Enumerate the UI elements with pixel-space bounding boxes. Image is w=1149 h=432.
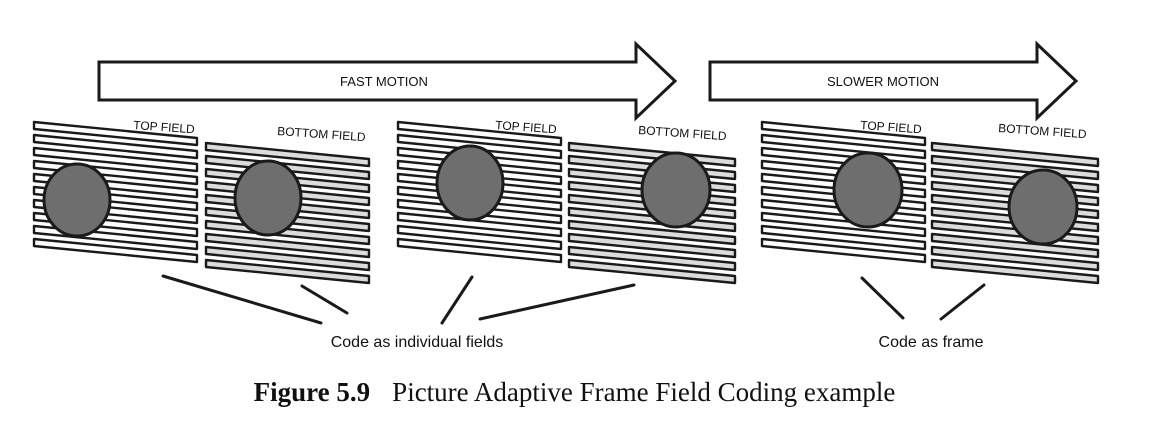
fast-motion-label: FAST MOTION (340, 74, 428, 89)
field-line (567, 219, 737, 246)
connector-line (478, 283, 636, 321)
field-line (930, 258, 1100, 285)
moving-object (233, 159, 303, 237)
field-line (32, 120, 199, 147)
field-line (930, 141, 1100, 168)
code-as-frame-label: Code as frame (879, 334, 984, 351)
field-line (204, 232, 371, 259)
field-line (567, 258, 737, 285)
moving-object (640, 151, 712, 229)
field-label: TOP FIELD (133, 118, 196, 136)
field-line (760, 224, 927, 251)
field-line (760, 133, 927, 160)
field-line (760, 237, 927, 264)
connector-line (440, 275, 474, 325)
field-label: BOTTOM FIELD (998, 121, 1088, 141)
fast-motion-arrow: FAST MOTION (97, 40, 678, 122)
field-line (567, 245, 737, 272)
code-as-fields-label: Code as individual fields (331, 334, 504, 351)
field-panel-6: BOTTOM FIELD (930, 121, 1100, 285)
figure-title: Picture Adaptive Frame Field Coding exam… (392, 377, 896, 407)
field-label: BOTTOM FIELD (638, 123, 728, 143)
field-label: TOP FIELD (495, 118, 558, 136)
connector-line (860, 276, 905, 320)
field-line (396, 237, 563, 264)
moving-object (1007, 168, 1079, 246)
connector-lines (161, 274, 986, 325)
moving-object (832, 151, 904, 229)
field-line (396, 211, 563, 238)
field-line (204, 245, 371, 272)
field-line (204, 141, 371, 168)
figure-caption: Figure 5.9 Picture Adaptive Frame Field C… (0, 377, 1149, 408)
field-line (32, 133, 199, 160)
field-label: TOP FIELD (860, 118, 923, 136)
slower-motion-label: SLOWER MOTION (827, 74, 939, 89)
field-line (396, 120, 563, 147)
field-line (204, 258, 371, 285)
field-line (930, 245, 1100, 272)
field-line (32, 237, 199, 264)
field-line (32, 146, 199, 173)
connector-line (161, 274, 323, 325)
field-line (567, 232, 737, 259)
field-line (760, 120, 927, 147)
slower-motion-arrow: SLOWER MOTION (708, 40, 1079, 122)
moving-object (435, 144, 505, 222)
field-panel-1: TOP FIELD (32, 118, 199, 264)
field-line (396, 224, 563, 251)
connector-line (300, 284, 349, 315)
field-panel-5: TOP FIELD (760, 118, 927, 264)
connector-line (939, 283, 986, 321)
figure-number: Figure 5.9 (253, 377, 371, 407)
field-label: BOTTOM FIELD (277, 124, 367, 144)
field-panel-2: BOTTOM FIELD (204, 124, 371, 285)
field-panel-3: TOP FIELD (396, 118, 563, 264)
field-panel-4: BOTTOM FIELD (567, 123, 737, 285)
moving-object (42, 162, 112, 238)
